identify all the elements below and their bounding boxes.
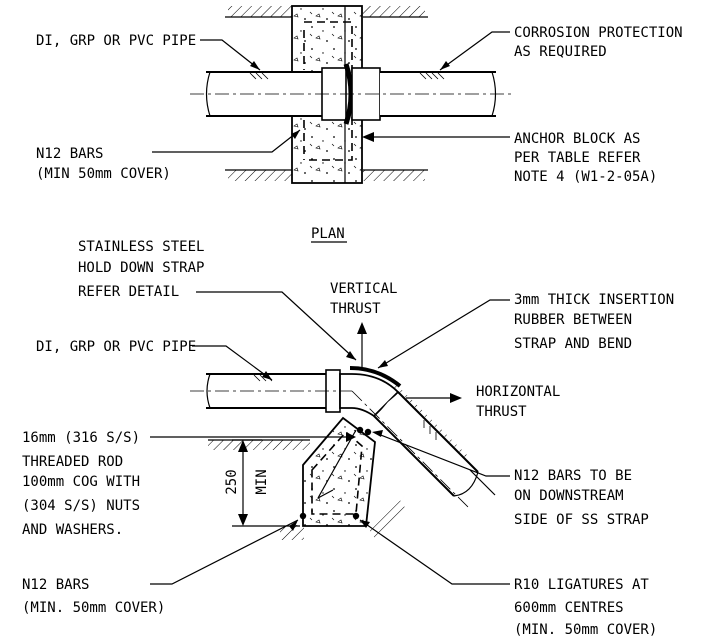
ground-hatch bbox=[228, 170, 292, 181]
leader-corrosion bbox=[439, 31, 510, 71]
plan-title: PLAN bbox=[311, 226, 345, 242]
hold-down-strap bbox=[349, 366, 402, 388]
ground-hatch bbox=[208, 440, 310, 450]
rod-label-4: (304 S/S) NUTS bbox=[22, 498, 140, 514]
rod-label-3: 100mm COG WITH bbox=[22, 474, 140, 490]
anchor-label-2: PER TABLE REFER bbox=[514, 150, 641, 166]
leader-rubber bbox=[377, 299, 510, 369]
strap-label-2: HOLD DOWN STRAP bbox=[78, 260, 204, 276]
leader-plan-pipe bbox=[200, 39, 261, 71]
threaded-rod bbox=[317, 429, 357, 499]
leader-section-n12 bbox=[150, 519, 299, 585]
plan-n12-label-2: (MIN 50mm COVER) bbox=[36, 166, 171, 182]
leader-downstream-n12 bbox=[377, 433, 510, 477]
rod-label-5: AND WASHERS. bbox=[22, 522, 123, 538]
ground-hatch bbox=[228, 6, 292, 17]
leader-r10 bbox=[359, 519, 510, 585]
r10-label-1: R10 LIGATURES AT bbox=[514, 577, 649, 593]
section-view: 250 MIN STAINLESS STEEL HOLD DOWN STRAP … bbox=[22, 239, 674, 638]
leader-strap bbox=[196, 291, 357, 361]
corrosion-label-2: AS REQUIRED bbox=[514, 44, 607, 60]
section-n12-label-2: (MIN. 50mm COVER) bbox=[22, 600, 165, 616]
rubber-label-3: STRAP AND BEND bbox=[514, 336, 632, 352]
section-ligature bbox=[311, 430, 363, 515]
dimension-unit: MIN bbox=[254, 469, 270, 494]
plan-pipe-label: DI, GRP OR PVC PIPE bbox=[36, 33, 196, 49]
vertical-thrust-label-1: VERTICAL bbox=[330, 281, 397, 297]
downstream-n12-label-2: ON DOWNSTREAM bbox=[514, 488, 624, 504]
rod-label-1: 16mm (316 S/S) bbox=[22, 430, 140, 446]
ground-hatch bbox=[363, 6, 425, 17]
plan-view: DI, GRP OR PVC PIPE CORROSION PROTECTION… bbox=[36, 5, 683, 243]
rubber-label-2: RUBBER BETWEEN bbox=[514, 312, 632, 328]
leader-plan-n12 bbox=[152, 129, 301, 153]
horizontal-thrust-label-1: HORIZONTAL bbox=[476, 384, 560, 400]
r10-label-2: 600mm CENTRES bbox=[514, 600, 624, 616]
downstream-n12-label-3: SIDE OF SS STRAP bbox=[514, 512, 649, 528]
strap-label-3: REFER DETAIL bbox=[78, 284, 179, 300]
vertical-thrust-label-2: THRUST bbox=[330, 301, 381, 317]
horizontal-thrust-label-2: THRUST bbox=[476, 404, 527, 420]
leader-section-pipe bbox=[192, 345, 273, 381]
section-diagonal-pipe bbox=[397, 391, 479, 473]
plan-n12-label-1: N12 BARS bbox=[36, 146, 103, 162]
anchor-label-3: NOTE 4 (W1-2-05A) bbox=[514, 169, 657, 185]
downstream-n12-label-1: N12 BARS TO BE bbox=[514, 468, 632, 484]
ground-hatch bbox=[280, 525, 304, 540]
r10-label-3: (MIN. 50mm COVER) bbox=[514, 622, 657, 638]
section-pipe-label: DI, GRP OR PVC PIPE bbox=[36, 339, 196, 355]
section-anchor-block bbox=[302, 416, 376, 527]
rubber-label-1: 3mm THICK INSERTION bbox=[514, 292, 674, 308]
ground-hatch bbox=[366, 500, 408, 540]
rod-label-2: THREADED ROD bbox=[22, 454, 123, 470]
dimension-value: 250 bbox=[224, 469, 240, 494]
strap-label-1: STAINLESS STEEL bbox=[78, 239, 204, 255]
anchor-label-1: ANCHOR BLOCK AS bbox=[514, 131, 640, 147]
section-n12-label-1: N12 BARS bbox=[22, 577, 89, 593]
ground-hatch bbox=[363, 170, 425, 181]
corrosion-label-1: CORROSION PROTECTION bbox=[514, 25, 683, 41]
